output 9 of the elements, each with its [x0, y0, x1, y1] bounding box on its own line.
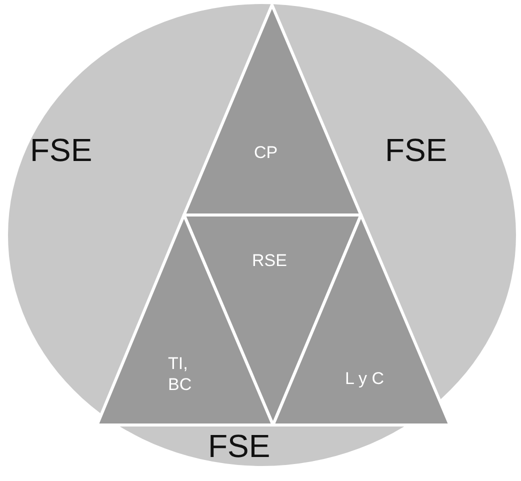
region-label: FSE — [30, 131, 92, 170]
region-label: RSE — [252, 250, 288, 272]
region-label: CP — [254, 142, 279, 164]
region-label: TI, BC — [168, 353, 193, 396]
region-label: L y C — [345, 368, 386, 390]
ellipse-region — [8, 4, 516, 466]
region-label: FSE — [208, 427, 270, 466]
triangle-segment — [184, 5, 361, 215]
region-label: FSE — [385, 131, 448, 170]
